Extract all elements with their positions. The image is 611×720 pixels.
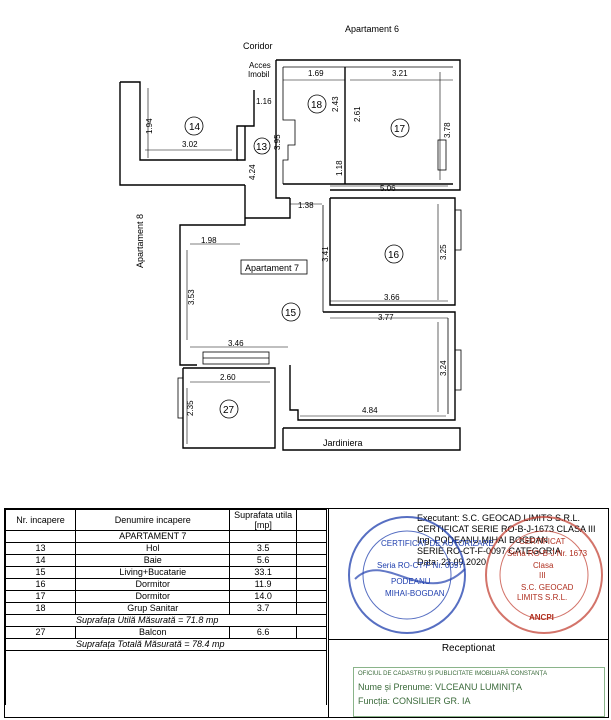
svg-text:2.60: 2.60 xyxy=(220,373,236,382)
executant-block: Executant: S.C. GEOCAD LIMITS S.R.L. CER… xyxy=(417,513,596,567)
header-name: Denumire incapere xyxy=(75,509,231,531)
header-area: Suprafata utila[mp] xyxy=(229,509,297,531)
svg-text:3.95: 3.95 xyxy=(273,134,282,150)
corridor-label: Coridor xyxy=(243,41,273,51)
svg-text:3.66: 3.66 xyxy=(384,293,400,302)
floor-plan: Apartament 6 Coridor Acces Imobil Aparta… xyxy=(119,24,462,451)
room-18-label: 18 xyxy=(311,100,323,111)
receptionat-stamp: OFICIUL DE CADASTRU ȘI PUBLICITATE IMOBI… xyxy=(353,667,605,717)
blue-seal-stamp xyxy=(348,516,466,634)
svg-text:3.25: 3.25 xyxy=(439,244,448,260)
svg-text:3.02: 3.02 xyxy=(182,140,198,149)
svg-text:2.61: 2.61 xyxy=(353,106,362,122)
svg-text:3.21: 3.21 xyxy=(392,69,408,78)
room-markers: 14 13 18 17 16 15 27 xyxy=(184,94,410,419)
apartment-row: APARTAMENT 7 xyxy=(75,530,231,543)
svg-text:3.46: 3.46 xyxy=(228,339,244,348)
svg-text:4.24: 4.24 xyxy=(248,164,257,180)
certification-panel: Executant: S.C. GEOCAD LIMITS S.R.L. CER… xyxy=(328,509,608,717)
neighbor-top-label: Apartament 6 xyxy=(345,24,399,34)
windows xyxy=(177,139,462,419)
svg-text:2.35: 2.35 xyxy=(186,400,195,416)
svg-text:1.16: 1.16 xyxy=(256,97,272,106)
room-13-label: 13 xyxy=(256,142,268,153)
svg-text:3.24: 3.24 xyxy=(439,360,448,376)
blue-stamp-text: CERTIFICAT DE AUTORIZARE xyxy=(381,539,494,548)
rooms-table: Nr. incapere Denumire incapere Suprafata… xyxy=(4,509,328,705)
useful-total: Suprafața Utilă Măsurată = 71.8 mp xyxy=(5,614,327,627)
svg-text:3.41: 3.41 xyxy=(321,246,330,262)
header-nr: Nr. incapere xyxy=(4,509,77,531)
walls xyxy=(119,59,461,451)
access-label-line2: Imobil xyxy=(248,70,270,79)
receptionat-title: Receptionat xyxy=(329,639,608,654)
neighbor-left-label: Apartament 8 xyxy=(135,214,145,268)
svg-text:1.94: 1.94 xyxy=(145,118,154,134)
svg-text:3.78: 3.78 xyxy=(443,122,452,138)
svg-text:4.84: 4.84 xyxy=(362,406,378,415)
svg-text:1.18: 1.18 xyxy=(335,160,344,176)
svg-text:3.77: 3.77 xyxy=(378,313,394,322)
svg-text:2.43: 2.43 xyxy=(331,96,340,112)
room-27-label: 27 xyxy=(223,405,235,416)
room-15-label: 15 xyxy=(285,308,297,319)
apartment-label: Apartament 7 xyxy=(245,263,299,273)
legend-panel: Nr. incapere Denumire incapere Suprafata… xyxy=(4,508,609,718)
room-16-label: 16 xyxy=(388,250,400,261)
balcony-label: Jardiniera xyxy=(323,438,363,448)
svg-text:5.06: 5.06 xyxy=(380,184,396,193)
svg-text:1.38: 1.38 xyxy=(298,201,314,210)
room-17-label: 17 xyxy=(394,124,406,135)
dimension-lines xyxy=(145,72,453,444)
dimension-labels: 1.69 3.21 1.16 2.43 2.61 3.78 1.94 3.02 … xyxy=(145,69,452,416)
room-14-label: 14 xyxy=(189,122,201,133)
access-label-line1: Acces xyxy=(249,61,271,70)
svg-text:1.98: 1.98 xyxy=(201,236,217,245)
red-seal-stamp xyxy=(485,516,603,634)
total-area: Suprafața Totală Măsurată = 78.4 mp xyxy=(5,638,327,651)
svg-text:1.69: 1.69 xyxy=(308,69,324,78)
svg-text:3.53: 3.53 xyxy=(187,289,196,305)
